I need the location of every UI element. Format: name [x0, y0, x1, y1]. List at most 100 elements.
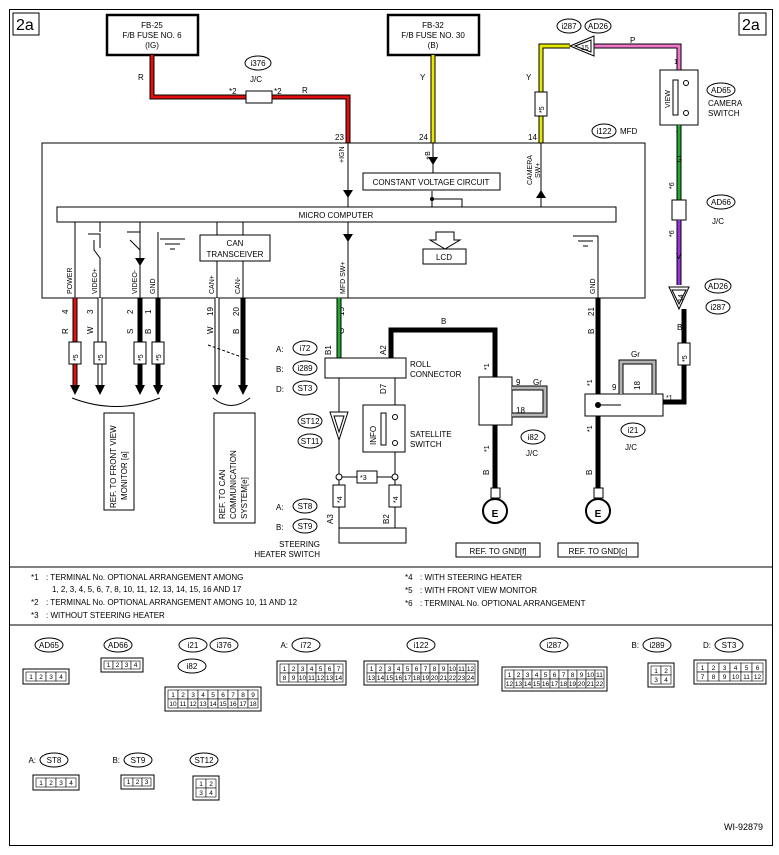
star6-upper: *6	[669, 182, 676, 189]
svg-text:3: 3	[125, 662, 129, 669]
svg-text:MICRO COMPUTER: MICRO COMPUTER	[299, 211, 374, 220]
svg-text:4: 4	[69, 780, 73, 787]
conn-ad65-id-label: AD65	[34, 637, 64, 653]
svg-text:F/B FUSE NO. 6: F/B FUSE NO. 6	[122, 31, 182, 40]
svg-text:STEERING: STEERING	[279, 540, 320, 549]
svg-text:i122: i122	[596, 127, 612, 136]
wire-label-v: V	[676, 252, 682, 261]
svg-text:*1: *1	[666, 395, 673, 402]
svg-text:2: 2	[209, 781, 213, 788]
svg-text:4: 4	[61, 309, 70, 314]
svg-text:10: 10	[169, 701, 177, 708]
svg-text:1: 1	[29, 674, 33, 681]
fuse-fb25: FB-25 F/B FUSE NO. 6 (IG)	[105, 13, 200, 57]
svg-text:24: 24	[467, 675, 475, 682]
svg-text:18: 18	[413, 675, 421, 682]
svg-text:i287: i287	[546, 641, 562, 650]
svg-text:B2: B2	[382, 514, 391, 524]
pin-23: 23	[335, 133, 344, 142]
camera-switch-ad65: 1 4 VIEW AD65 CAMERA SWITCH	[659, 59, 743, 135]
svg-text:1: 1	[39, 780, 43, 787]
svg-text:CAMERA: CAMERA	[708, 99, 743, 108]
svg-text:ST9: ST9	[298, 522, 313, 531]
svg-text:i21: i21	[188, 641, 199, 650]
svg-text:CONSTANT VOLTAGE CIRCUIT: CONSTANT VOLTAGE CIRCUIT	[373, 178, 490, 187]
svg-text:*5: *5	[98, 354, 105, 361]
svg-text:A3: A3	[326, 514, 335, 524]
svg-text:REF. TO GND[f]: REF. TO GND[f]	[469, 547, 526, 556]
star6-lower: *6	[669, 230, 676, 237]
svg-text:: WITHOUT STEERING HEATER: : WITHOUT STEERING HEATER	[46, 611, 165, 620]
svg-text:10: 10	[449, 666, 457, 673]
svg-text:18: 18	[516, 406, 525, 415]
svg-text:J/C: J/C	[712, 217, 724, 226]
svg-text:8: 8	[712, 674, 716, 681]
svg-text:J/C: J/C	[526, 449, 538, 458]
svg-text:i122: i122	[413, 641, 429, 650]
svg-text:i289: i289	[649, 641, 665, 650]
svg-text:6: 6	[756, 665, 760, 672]
svg-text:i289: i289	[297, 364, 313, 373]
svg-text:9: 9	[723, 674, 727, 681]
svg-text:FB-25: FB-25	[141, 21, 163, 30]
svg-text:15: 15	[533, 681, 541, 688]
svg-text:14: 14	[209, 701, 217, 708]
svg-text:2: 2	[517, 672, 521, 679]
svg-text:ST8: ST8	[47, 756, 62, 765]
wire-label-g: G	[676, 155, 682, 164]
svg-text:23: 23	[458, 675, 466, 682]
svg-text:*2: *2	[274, 87, 282, 96]
svg-text:AD26: AD26	[588, 22, 609, 31]
svg-text:W: W	[86, 326, 95, 334]
svg-text:i72: i72	[300, 344, 311, 353]
svg-text:5: 5	[319, 666, 323, 673]
conn-st8-id-label: A:ST8	[28, 752, 69, 768]
svg-text:9: 9	[580, 672, 584, 679]
svg-text:*1: *1	[587, 425, 594, 432]
svg-text:*5: *5	[539, 106, 546, 113]
svg-text:3: 3	[301, 666, 305, 673]
pin-14-name2: SW+	[535, 163, 542, 178]
svg-text:3: 3	[388, 666, 392, 673]
svg-text:7: 7	[231, 692, 235, 699]
svg-text:i72: i72	[301, 641, 312, 650]
svg-text:20: 20	[431, 675, 439, 682]
svg-text:E: E	[492, 509, 499, 520]
svg-text:*3: *3	[360, 475, 367, 482]
svg-text:: TERMINAL No. OPTIONAL ARRANG: : TERMINAL No. OPTIONAL ARRANGEMENT	[420, 599, 586, 608]
svg-text:16: 16	[229, 701, 237, 708]
svg-text:REF. TO CAN: REF. TO CAN	[218, 469, 227, 519]
svg-text:18: 18	[249, 701, 257, 708]
svg-text:*1: *1	[31, 573, 39, 582]
svg-text:3: 3	[526, 672, 530, 679]
wire-gnd-21: *1	[587, 298, 601, 402]
roll-connector-labels: A: i72 B: i289 D: ST3	[276, 340, 318, 396]
svg-text:6: 6	[328, 666, 332, 673]
svg-text:ST12: ST12	[194, 756, 214, 765]
svg-text:9: 9	[612, 383, 617, 392]
st12-st11: ST12 ST11	[297, 378, 349, 477]
svg-text:4: 4	[734, 665, 738, 672]
svg-text:: WITH STEERING HEATER: : WITH STEERING HEATER	[420, 573, 522, 582]
svg-text:B:: B:	[276, 365, 284, 374]
svg-text:MFD: MFD	[620, 127, 638, 136]
svg-text:4: 4	[209, 790, 213, 797]
svg-text:2: 2	[136, 779, 140, 786]
svg-text:Gr: Gr	[631, 350, 640, 359]
svg-text:17: 17	[551, 681, 559, 688]
svg-text:5: 5	[745, 665, 749, 672]
notes-left: *1 : TERMINAL No. OPTIONAL ARRANGEMENT A…	[31, 573, 298, 620]
svg-text:CAN+: CAN+	[209, 275, 216, 294]
micro-computer: MICRO COMPUTER	[56, 206, 617, 223]
svg-text:13: 13	[199, 701, 207, 708]
connector-i287-ad26-top: 15 i287 AD26	[556, 18, 612, 57]
svg-text:ST3: ST3	[298, 384, 313, 393]
svg-text:3: 3	[723, 665, 727, 672]
svg-text:D:: D:	[703, 641, 711, 650]
roll-connector: B1 A2 D7 ROLL CONNECTOR	[324, 345, 462, 394]
